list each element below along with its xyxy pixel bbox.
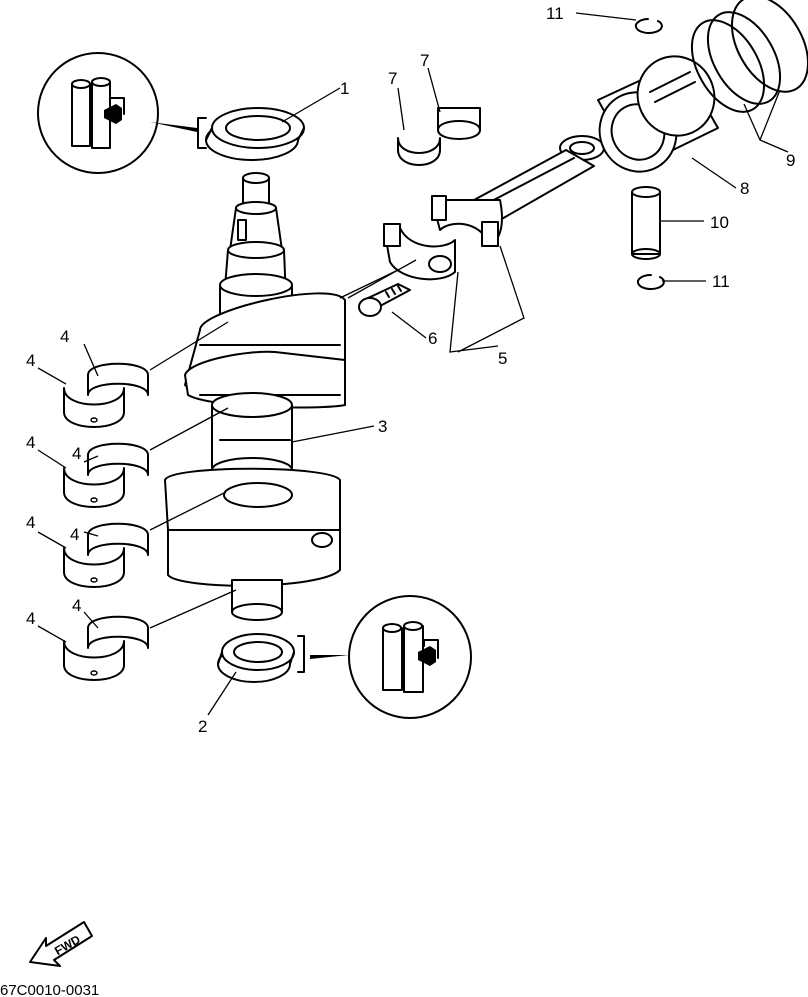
callout-4: 4 [72,444,81,463]
callout-8: 8 [740,179,749,198]
main-bearing-3 [63,522,149,588]
callout-7: 7 [420,51,429,70]
main-bearing-2 [63,442,149,508]
callout-7: 7 [388,69,397,88]
seal-detail-inset-1 [37,52,207,174]
fwd-arrow-icon: FWD [29,921,93,967]
callout-4: 4 [26,513,35,532]
bolt-part-6 [358,283,411,317]
main-bearing-1 [63,362,149,428]
callout-4: 4 [26,351,35,370]
callout-4: 4 [26,433,35,452]
callout-4: 4 [70,525,79,544]
piston-pin-part-10 [631,186,661,260]
leader-lines [37,12,789,716]
main-bearing-4 [63,615,149,681]
callout-4: 4 [26,609,35,628]
callout-6: 6 [428,329,437,348]
piston-ring-part-9 [690,0,808,113]
callout-2: 2 [198,717,207,736]
piston-part-8 [597,55,719,173]
callout-3: 3 [378,417,387,436]
callout-11: 11 [712,272,730,291]
connecting-rod-part-5 [383,135,605,281]
oil-seal-part-2 [217,633,295,683]
oil-seal-part-1 [205,107,305,161]
clip-part-11-top [634,18,663,34]
clip-part-11-bottom [636,273,665,290]
callout-labels: 1 2 3 4 4 4 4 4 4 4 4 5 6 7 7 8 9 10 11 … [26,4,795,736]
callout-5: 5 [498,349,507,368]
diagram-code: 67C0010-0031 [0,982,99,997]
rod-bearing-part-7 [397,107,481,166]
callout-1: 1 [340,79,349,98]
callout-9: 9 [786,151,795,170]
callout-4: 4 [60,327,69,346]
seal-detail-inset-2 [297,595,472,719]
callout-4: 4 [72,596,81,615]
crankshaft-part-3 [164,172,346,621]
callout-11: 11 [546,4,564,23]
callout-10: 10 [710,213,729,232]
